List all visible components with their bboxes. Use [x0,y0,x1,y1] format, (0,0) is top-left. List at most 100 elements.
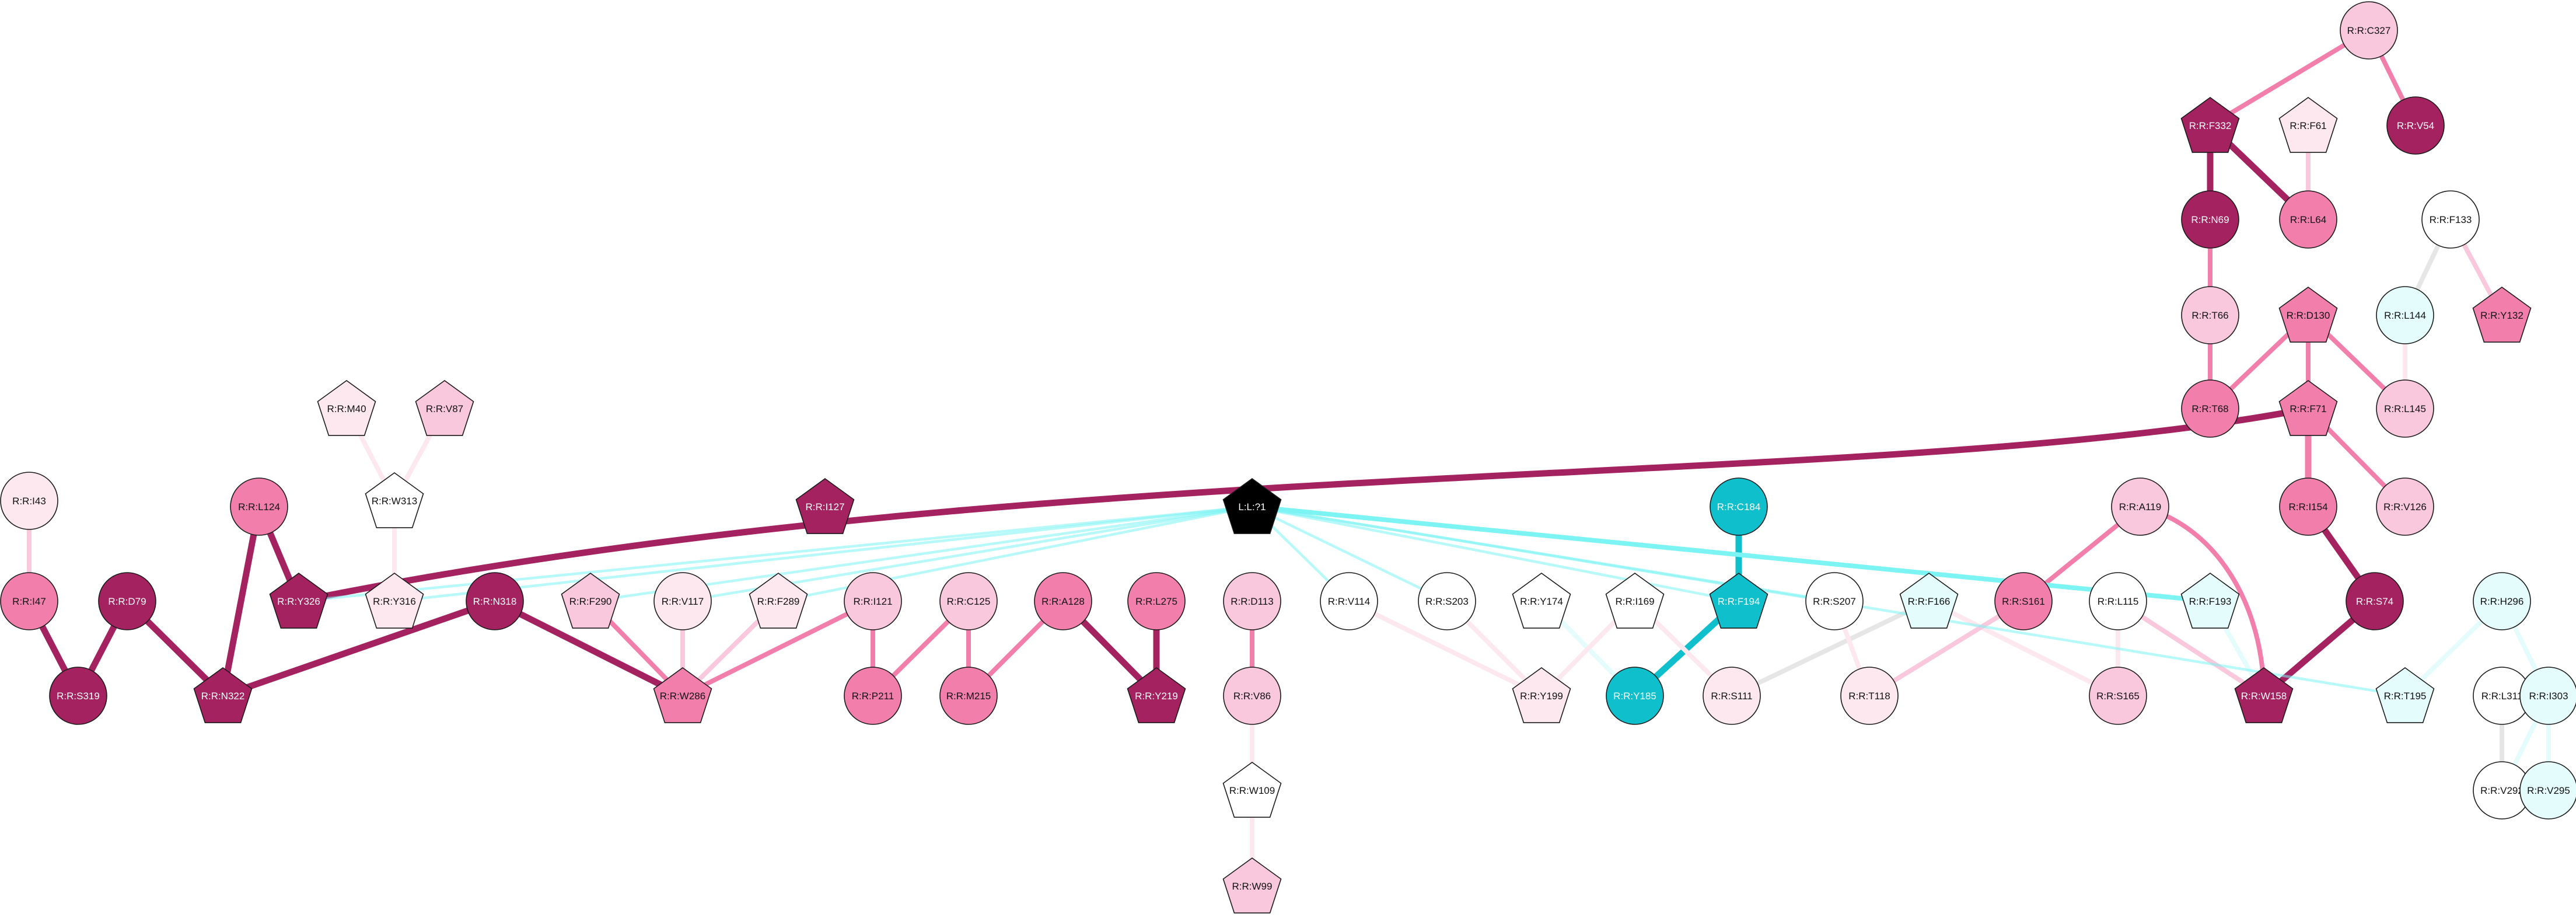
node-v295[interactable]: R:R:V295 [2519,761,2576,820]
node-pentagon-lig [1222,478,1282,534]
node-label-v86: R:R:V86 [1233,691,1271,702]
node-d113[interactable]: R:R:D113 [1223,572,1281,630]
node-s74[interactable]: R:R:S74 [2346,572,2404,630]
node-y185[interactable]: R:R:Y185 [1606,667,1664,725]
node-f290[interactable]: R:R:F290 [561,573,620,629]
node-i154[interactable]: R:R:I154 [2279,477,2337,536]
node-n69[interactable]: R:R:N69 [2181,190,2239,249]
node-t66[interactable]: R:R:T66 [2181,286,2239,344]
node-t118[interactable]: R:R:T118 [1840,667,1899,725]
node-pentagon-f194 [1709,573,1768,629]
node-a119[interactable]: R:R:A119 [2111,477,2169,536]
node-label-f289: R:R:F289 [757,596,800,607]
node-s207[interactable]: R:R:S207 [1805,572,1864,630]
node-label-l275: R:R:L275 [1135,596,1177,607]
node-label-y219: R:R:Y219 [1135,691,1178,702]
node-label-n69: R:R:N69 [2191,214,2229,225]
node-t195[interactable]: R:R:T195 [2375,667,2435,723]
node-label-v126: R:R:V126 [2383,501,2427,512]
node-t68[interactable]: R:R:T68 [2181,379,2239,438]
node-circle-c184 [1710,477,1768,536]
node-s165[interactable]: R:R:S165 [2089,667,2147,725]
node-y326[interactable]: R:R:Y326 [269,573,328,629]
node-w99[interactable]: R:R:W99 [1222,857,1282,913]
node-c327[interactable]: R:R:C327 [2340,1,2398,60]
node-pentagon-i169 [1605,573,1665,629]
node-i127[interactable]: R:R:I127 [795,478,855,534]
node-v126[interactable]: R:R:V126 [2376,477,2434,536]
node-y174[interactable]: R:R:Y174 [1512,573,1571,629]
node-pentagon-y199 [1512,667,1571,723]
node-c184[interactable]: R:R:C184 [1710,477,1768,536]
node-v54[interactable]: R:R:V54 [2386,96,2445,155]
node-s161[interactable]: R:R:S161 [1994,572,2053,630]
node-s111[interactable]: R:R:S111 [1703,667,1761,725]
edge-f166-s111 [1729,599,1931,698]
node-i43[interactable]: R:R:I43 [0,472,58,530]
edge-c327-f332 [2208,28,2371,128]
node-label-d113: R:R:D113 [1231,596,1273,607]
node-f133[interactable]: R:R:F133 [2421,190,2480,249]
node-a128[interactable]: R:R:A128 [1034,572,1092,630]
node-y199[interactable]: R:R:Y199 [1512,667,1571,723]
node-m215[interactable]: R:R:M215 [939,667,998,725]
node-l311[interactable]: R:R:L311 [2473,667,2531,725]
edge-s161-t118 [1867,599,2026,698]
node-w286[interactable]: R:R:W286 [653,667,712,723]
node-f332[interactable]: R:R:F332 [2180,97,2240,153]
node-w158[interactable]: R:R:W158 [2234,667,2294,723]
node-l275[interactable]: R:R:L275 [1127,572,1186,630]
node-n322[interactable]: R:R:N322 [193,667,253,723]
node-f194[interactable]: R:R:F194 [1709,573,1768,629]
node-l144[interactable]: R:R:L144 [2376,286,2434,344]
node-pentagon-w99 [1222,857,1282,913]
node-v292[interactable]: R:R:V292 [2473,761,2531,820]
node-d79[interactable]: R:R:D79 [98,572,156,630]
node-circle-v54 [2386,96,2445,155]
node-d130[interactable]: R:R:D130 [2278,287,2338,343]
node-i47[interactable]: R:R:I47 [0,572,58,630]
node-v86[interactable]: R:R:V86 [1223,667,1281,725]
node-s319[interactable]: R:R:S319 [49,667,107,725]
node-i121[interactable]: R:R:I121 [844,572,902,630]
node-label-c184: R:R:C184 [1717,501,1761,512]
node-m40[interactable]: R:R:M40 [317,380,376,436]
node-label-t118: R:R:T118 [1848,691,1890,702]
node-c125[interactable]: R:R:C125 [939,572,998,630]
node-lig[interactable]: L:L:?1 [1222,478,1282,534]
node-label-w109: R:R:W109 [1229,785,1275,796]
node-f71[interactable]: R:R:F71 [2278,380,2338,436]
node-circle-d113 [1223,572,1281,630]
node-i303[interactable]: R:R:I303 [2519,667,2576,725]
node-n318[interactable]: R:R:N318 [466,572,524,630]
node-f166[interactable]: R:R:F166 [1899,573,1959,629]
node-label-t195: R:R:T195 [2384,691,2427,702]
node-w109[interactable]: R:R:W109 [1222,762,1282,818]
node-circle-l275 [1127,572,1186,630]
node-l124[interactable]: R:R:L124 [230,477,288,536]
node-v87[interactable]: R:R:V87 [415,380,474,436]
node-l115[interactable]: R:R:L115 [2089,572,2147,630]
node-w313[interactable]: R:R:W313 [365,472,424,528]
node-v117[interactable]: R:R:V117 [653,572,712,630]
node-f61[interactable]: R:R:F61 [2278,97,2338,153]
node-y316[interactable]: R:R:Y316 [365,573,424,629]
node-v114[interactable]: R:R:V114 [1320,572,1378,630]
node-f289[interactable]: R:R:F289 [749,573,808,629]
node-label-v117: R:R:V117 [662,596,704,607]
node-i169[interactable]: R:R:I169 [1605,573,1665,629]
node-label-t66: R:R:T66 [2191,310,2228,321]
node-f193[interactable]: R:R:F193 [2180,573,2240,629]
node-l64[interactable]: R:R:L64 [2279,190,2337,249]
node-p211[interactable]: R:R:P211 [844,667,902,725]
node-circle-a128 [1034,572,1092,630]
edge-l124-n322 [219,503,263,699]
node-s203[interactable]: R:R:S203 [1418,572,1476,630]
node-pentagon-y219 [1127,667,1186,723]
node-h296[interactable]: R:R:H296 [2473,572,2531,630]
node-l145[interactable]: R:R:L145 [2376,379,2434,438]
node-y132[interactable]: R:R:Y132 [2472,287,2532,343]
node-y219[interactable]: R:R:Y219 [1127,667,1186,723]
node-label-n322: R:R:N322 [201,691,245,702]
node-label-h296: R:R:H296 [2480,596,2524,607]
